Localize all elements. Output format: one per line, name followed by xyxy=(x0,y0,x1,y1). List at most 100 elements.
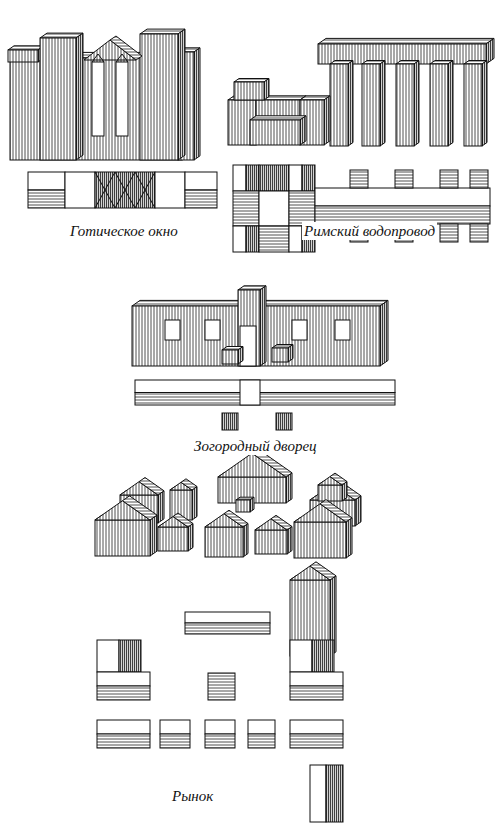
block-face xyxy=(414,61,419,147)
block-face xyxy=(135,380,395,393)
block-face xyxy=(294,522,346,558)
block-face xyxy=(76,33,83,160)
block-face xyxy=(259,191,289,226)
block-face xyxy=(246,165,259,191)
block-face xyxy=(185,612,270,623)
block-face xyxy=(470,170,488,188)
block-face xyxy=(97,640,119,672)
block-face xyxy=(350,170,368,188)
block-face xyxy=(289,165,302,191)
block-face xyxy=(28,172,65,190)
block-face xyxy=(380,61,385,147)
block-face xyxy=(259,226,289,252)
block-face xyxy=(234,82,264,100)
block-face xyxy=(95,520,150,556)
block-face xyxy=(250,497,254,512)
block-edge xyxy=(95,172,115,208)
block-face xyxy=(310,765,326,822)
block-face xyxy=(288,345,293,363)
block-face xyxy=(248,734,275,748)
block-face xyxy=(222,350,238,364)
block-face xyxy=(192,487,197,521)
caption: Зогородный дворец xyxy=(192,437,319,455)
block-face xyxy=(240,380,260,405)
block-face xyxy=(335,320,350,340)
block-face xyxy=(290,640,312,672)
block-face xyxy=(287,527,292,555)
block-face xyxy=(330,473,347,485)
block-face xyxy=(28,190,65,208)
block-edge xyxy=(115,172,135,208)
caption: Рынок xyxy=(170,787,215,805)
block-face xyxy=(123,496,158,520)
block-face xyxy=(250,116,306,120)
block-face xyxy=(255,530,287,554)
block-face xyxy=(326,765,343,822)
block-face xyxy=(271,515,292,530)
block-face xyxy=(396,64,414,146)
block-face xyxy=(140,34,178,160)
block-face xyxy=(224,510,248,527)
block-face xyxy=(276,413,292,430)
block-face xyxy=(233,165,246,191)
block-face xyxy=(310,562,336,580)
block-face xyxy=(119,640,141,672)
block-face xyxy=(205,527,243,557)
block-face xyxy=(165,320,180,340)
block-face xyxy=(346,518,352,558)
block-face xyxy=(243,524,248,558)
block-face xyxy=(290,734,343,748)
block-face xyxy=(155,172,185,208)
block-face xyxy=(300,116,306,145)
block-face xyxy=(233,191,259,226)
block-face xyxy=(205,734,235,748)
block-face xyxy=(250,120,300,145)
block-face xyxy=(430,64,448,146)
block-face xyxy=(173,513,193,527)
block-face xyxy=(348,61,353,147)
block-face xyxy=(259,165,289,191)
block-face xyxy=(185,190,217,208)
block-face xyxy=(97,686,150,700)
block-face xyxy=(395,170,413,188)
block-face xyxy=(312,640,334,672)
block-face xyxy=(464,64,482,146)
block-face xyxy=(158,527,188,551)
block-face xyxy=(185,623,270,634)
block-face xyxy=(185,172,217,190)
block-face xyxy=(440,170,458,188)
block-face xyxy=(320,500,352,522)
block-face xyxy=(470,224,488,242)
block-face xyxy=(290,686,343,700)
block-face xyxy=(302,165,315,191)
block-face xyxy=(40,38,76,160)
block-face xyxy=(205,720,235,734)
block-face xyxy=(233,226,246,252)
block-face xyxy=(222,413,238,430)
block-face xyxy=(482,61,487,147)
block-edge xyxy=(92,54,98,62)
block-face xyxy=(260,286,266,366)
block-face xyxy=(362,64,380,146)
block-face xyxy=(236,500,250,512)
block-face xyxy=(139,478,164,496)
block-face xyxy=(292,320,307,340)
block-edge xyxy=(95,172,115,208)
block-edge xyxy=(135,172,155,208)
block-face xyxy=(272,348,288,362)
block-face xyxy=(194,48,200,160)
block-edge xyxy=(98,54,104,62)
block-face xyxy=(330,64,348,146)
block-face xyxy=(110,36,142,60)
block-face xyxy=(318,38,494,44)
block-face xyxy=(135,393,395,406)
block-face xyxy=(158,491,164,523)
block-face xyxy=(181,479,197,490)
block-edge xyxy=(116,54,122,62)
block-face xyxy=(178,29,185,160)
caption: Готическое окно xyxy=(68,222,180,240)
block-edge xyxy=(122,54,128,62)
block-face xyxy=(188,524,193,552)
block-face xyxy=(92,62,104,136)
